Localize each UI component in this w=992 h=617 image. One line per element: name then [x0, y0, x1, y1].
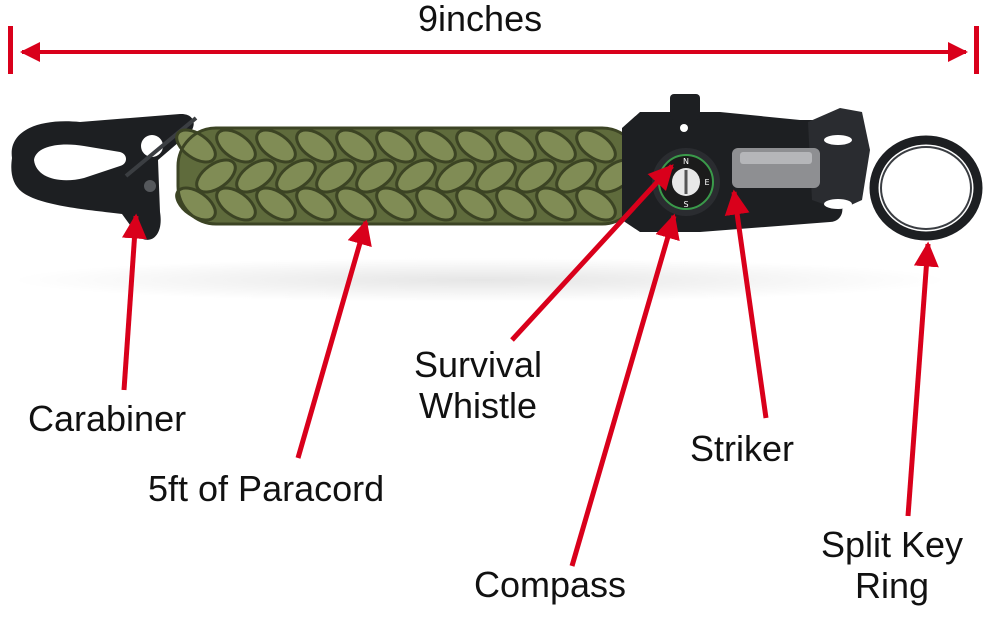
paracord-weave-loop [215, 186, 257, 222]
paracord-weave-loop [575, 186, 617, 222]
paracord-weave-loop [575, 128, 617, 164]
paracord-weave-loop [215, 128, 257, 164]
paracord-weave-loop [235, 158, 277, 194]
paracord-weave-loop [335, 128, 377, 164]
compass-s: S [683, 200, 688, 209]
paracord-weave-loop [335, 186, 377, 222]
keyring-label-line2: Ring [854, 565, 930, 607]
striker-highlight [740, 152, 812, 164]
compass-label: Compass [474, 564, 627, 605]
paracord-weave-loop [475, 158, 517, 194]
paracord-weave-loop [415, 186, 457, 222]
measurement-label: 9inches [418, 0, 543, 39]
keyring-arrow [905, 241, 939, 517]
whistle-label-line1: Survival [413, 344, 543, 385]
measurement-bar [8, 26, 979, 74]
paracord-weave-loop [195, 158, 237, 194]
paracord-weave-loop [395, 158, 437, 194]
striker-arrow [724, 189, 769, 419]
paracord-weave-loop [175, 128, 217, 164]
split-key-ring-illustration [869, 135, 983, 241]
keyring-label: Split Key Ring [800, 524, 984, 607]
measurement-tick-left [8, 26, 13, 74]
paracord-weave-loop [255, 186, 297, 222]
paracord-weave-loop [355, 158, 397, 194]
paracord-weave-loop [455, 186, 497, 222]
compass-n: N [683, 157, 689, 166]
paracord-illustration [175, 126, 642, 226]
paracord-weave-loop [375, 128, 417, 164]
whistle-label-line2: Whistle [418, 385, 538, 427]
carabiner-arrow [121, 213, 147, 391]
paracord-weave-loop [555, 158, 597, 194]
compass-arrow [569, 213, 680, 567]
paracord-weave-loop [275, 158, 317, 194]
compass-illustration: N S E W [652, 148, 720, 216]
striker-label: Striker [690, 428, 795, 469]
paracord-weave-loop [435, 158, 477, 194]
paracord-arrow [295, 219, 372, 459]
paracord-weave-loop [295, 186, 337, 222]
carabiner-label: Carabiner [28, 398, 187, 439]
whistle-arrow [510, 164, 674, 342]
keyring-label-line1: Split Key [820, 524, 964, 565]
paracord-weave-loop [415, 128, 457, 164]
compass-e: E [704, 178, 709, 187]
paracord-weave-loop [315, 158, 357, 194]
paracord-label: 5ft of Paracord [148, 468, 385, 509]
carabiner-illustration [11, 113, 198, 240]
paracord-weave-loop [515, 158, 557, 194]
paracord-weave-loop [535, 186, 577, 222]
paracord-weave-loop [255, 128, 297, 164]
paracord-weave-loop [495, 128, 537, 164]
paracord-weave-loop [495, 186, 537, 222]
paracord-weave-loop [375, 186, 417, 222]
whistle-label: Survival Whistle [398, 344, 558, 427]
measurement-tick-right [974, 26, 979, 74]
paracord-weave-loop [295, 128, 337, 164]
paracord-weave-loop [455, 128, 497, 164]
product-shadow [10, 258, 950, 302]
paracord-weave-loop [535, 128, 577, 164]
